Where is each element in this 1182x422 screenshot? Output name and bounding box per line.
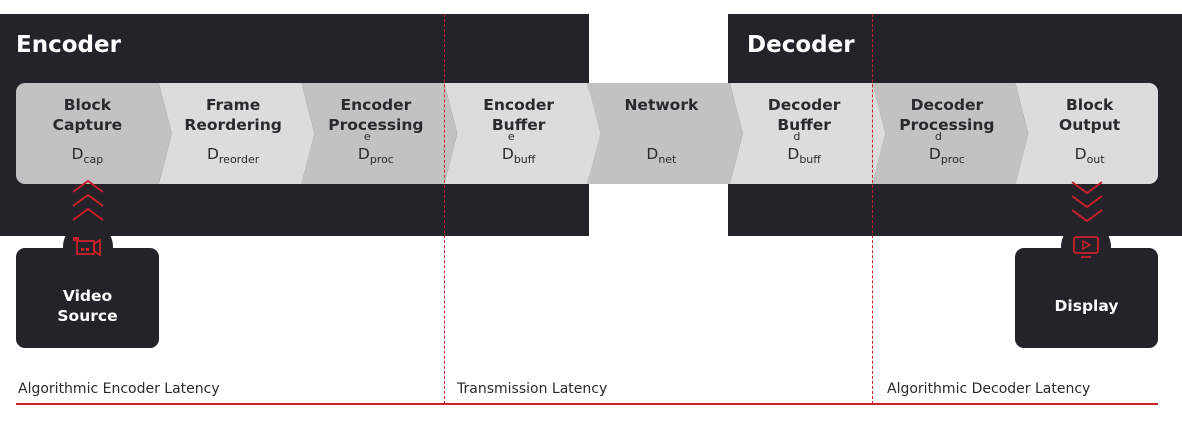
symbol-subscript: reorder — [218, 153, 260, 166]
symbol-superscript: d — [793, 130, 801, 143]
symbol-d: D — [928, 145, 941, 163]
video-camera-icon — [63, 222, 113, 272]
up-chevrons-icon — [72, 179, 104, 221]
monitor-play-icon — [1061, 222, 1111, 272]
symbol-d: D — [787, 145, 800, 163]
stage-label: Network — [593, 95, 730, 115]
symbol-superscript: d — [934, 130, 942, 143]
stage-label-line2: Processing — [899, 116, 995, 134]
stage-label-line2: Reordering — [184, 116, 282, 134]
down-chevrons-icon — [1071, 181, 1103, 223]
encoder-latency-label: Algorithmic Encoder Latency — [18, 381, 220, 397]
symbol-d: D — [71, 145, 84, 163]
stage-label-line1: Encoder — [340, 96, 412, 114]
divider-transmission-decoder — [872, 14, 873, 404]
symbol-d: D — [206, 145, 219, 163]
symbol-subscript: out — [1086, 153, 1105, 166]
stage-shape — [872, 83, 1029, 184]
symbol-d: D — [357, 145, 370, 163]
transmission-latency-label: Transmission Latency — [457, 381, 608, 397]
pipeline-chevrons — [16, 83, 1158, 184]
latency-axis-line — [16, 403, 1158, 405]
symbol-subscript: proc — [369, 153, 394, 166]
stage-label-line1: Block — [63, 96, 112, 114]
stage-shape — [587, 83, 743, 184]
symbol-d: D — [1074, 145, 1087, 163]
video-source-label-2: Source — [57, 307, 118, 325]
stage-symbol-base: D — [1075, 145, 1087, 163]
symbol-subscript: net — [658, 153, 677, 166]
stage-shape — [16, 83, 172, 184]
stage-label-line1: Network — [624, 96, 699, 114]
stage-label-line2: Output — [1059, 116, 1121, 134]
stage-label-line1: Decoder — [767, 96, 841, 114]
stage-label-line2: Processing — [328, 116, 424, 134]
stage-shape — [301, 83, 458, 184]
stage-symbol-base: D — [72, 145, 84, 163]
stage-symbol-base: D — [207, 145, 219, 163]
video-source-label-1: Video — [62, 287, 113, 305]
encoder-title: Encoder — [16, 32, 121, 58]
stage-label-line2: Buffer — [777, 116, 831, 134]
stage-label-line1: Decoder — [910, 96, 984, 114]
stage-shape — [729, 83, 886, 184]
symbol-d: D — [646, 145, 659, 163]
symbol-d: D — [501, 145, 514, 163]
divider-encoder-transmission — [444, 14, 445, 404]
symbol-subscript: buff — [513, 153, 536, 166]
symbol-subscript: buff — [799, 153, 821, 166]
stage-symbol-base: D — [646, 145, 658, 163]
stage-label-line2: Buffer — [491, 116, 546, 134]
decoder-title: Decoder — [747, 32, 855, 58]
symbol-superscript: e — [507, 130, 515, 143]
symbol-superscript: e — [363, 130, 371, 143]
stage-label-line1: Frame — [205, 96, 261, 114]
stage-label-line2: Capture — [52, 116, 123, 134]
symbol-subscript: cap — [83, 153, 104, 166]
display-label: Display — [1054, 297, 1119, 315]
stage-label-line1: Encoder — [483, 96, 554, 114]
symbol-subscript: proc — [940, 153, 965, 166]
stage-shape — [1015, 83, 1158, 184]
stage-shape — [444, 83, 600, 184]
stage-label-line1: Block — [1065, 96, 1114, 114]
decoder-latency-label: Algorithmic Decoder Latency — [887, 381, 1091, 397]
stage-shape — [158, 83, 315, 184]
